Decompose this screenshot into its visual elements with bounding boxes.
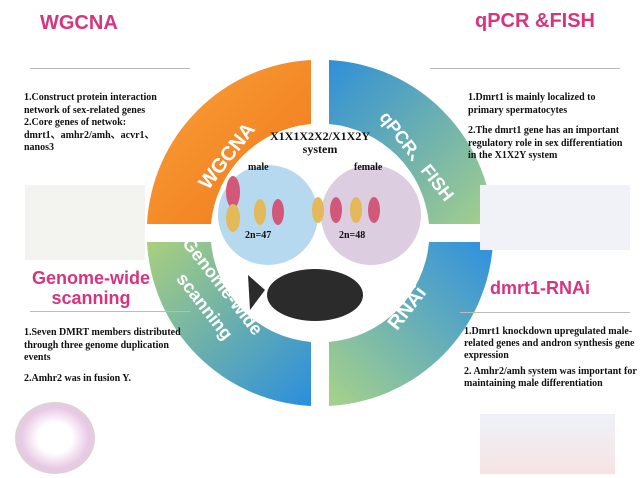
divider [430, 68, 620, 69]
qpcr-list: 1.Dmrt1 is mainly localized to primary s… [468, 92, 633, 163]
phylogenetic-tree-image [15, 402, 95, 474]
male-circle [218, 165, 318, 265]
list-item: 1.Dmrt1 knockdown upregulated male-relat… [464, 326, 635, 361]
qpcr-chart-image [480, 185, 630, 250]
list-item: 2.The dmrt1 gene has an important regula… [468, 125, 623, 161]
female-label: female [354, 162, 383, 173]
list-item: 1.Dmrt1 is mainly localized to primary s… [468, 92, 596, 116]
list-item: 1.Construct protein interaction network … [24, 92, 157, 116]
center-title: X1X1X2X2/X1X2Y system [220, 130, 420, 156]
divider [30, 311, 190, 312]
list-item: 1.Seven DMRT members distributed through… [24, 327, 181, 363]
heading-line: Genome-wide [31, 268, 151, 288]
list-item: 2.Amhr2 was in fusion Y. [24, 372, 132, 384]
system-label: system [302, 142, 338, 156]
genome-heading: Genome-wide scanning [26, 268, 156, 308]
divider [460, 312, 630, 313]
male-count: 2n=47 [245, 230, 272, 241]
genome-list: 1.Seven DMRT members distributed through… [24, 327, 189, 385]
system-formula: X1X1X2X2/X1X2Y [270, 129, 370, 143]
male-label: male [248, 162, 269, 173]
wgcna-heading: WGCNA [40, 12, 118, 34]
segment-rnai [329, 242, 493, 406]
heading-line: scanning [51, 288, 131, 308]
female-count: 2n=48 [339, 230, 366, 241]
segment-wgcna [147, 60, 311, 224]
fish-icon [248, 269, 363, 321]
list-item: 2.Core genes of netwok: dmrt1、amhr2/amh、… [24, 117, 155, 153]
network-image [25, 185, 145, 260]
qpcr-heading: qPCR &FISH [475, 10, 595, 32]
rnai-list: 1.Dmrt1 knockdown upregulated male-relat… [464, 326, 639, 390]
segment-genome [147, 242, 311, 406]
wgcna-list: 1.Construct protein interaction network … [24, 92, 164, 155]
pathway-image [480, 414, 615, 474]
chromosomes-icon [226, 176, 380, 232]
list-item: 2. Amhr2/amh system was important for ma… [464, 366, 637, 389]
segment-qpcr [329, 60, 493, 224]
rnai-heading: dmrt1-RNAi [490, 278, 591, 298]
divider [30, 68, 190, 69]
